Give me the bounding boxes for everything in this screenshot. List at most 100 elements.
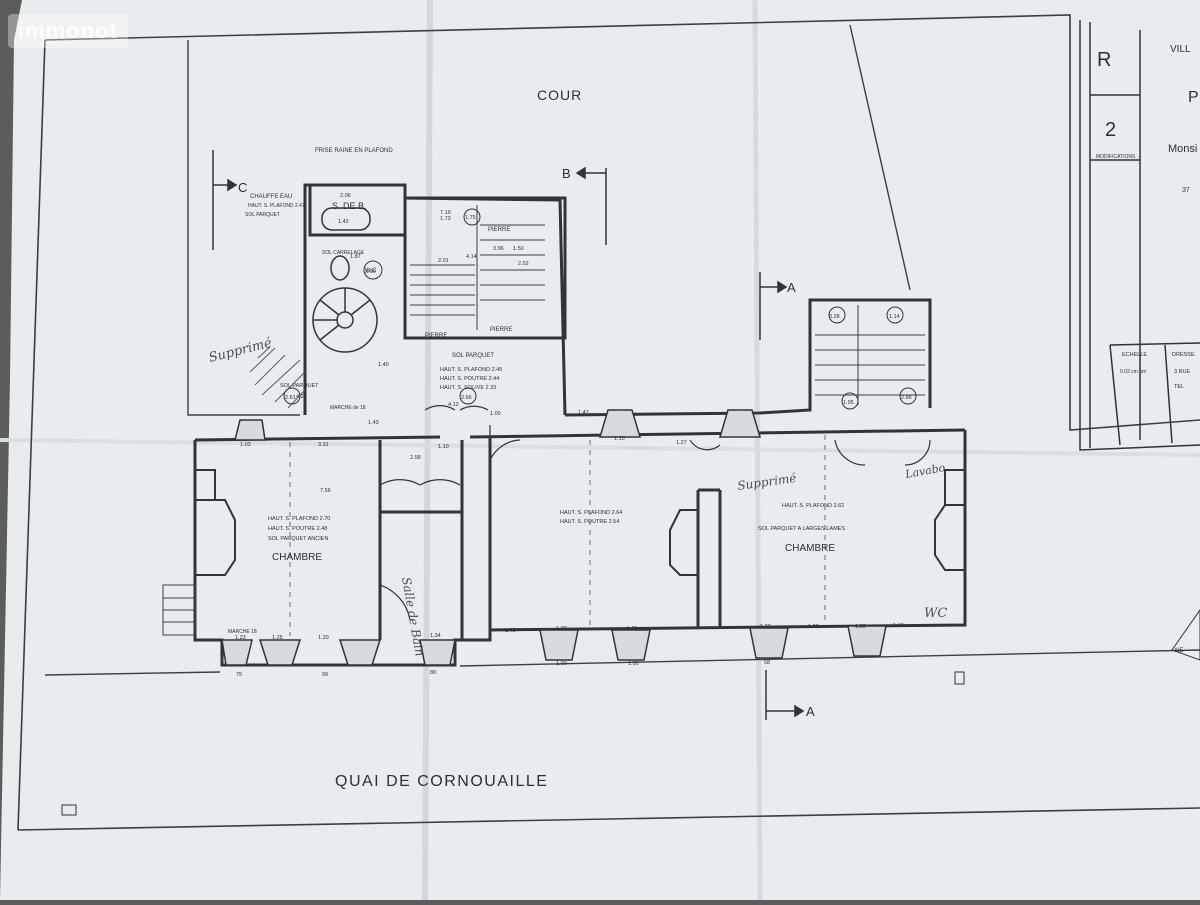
dim: 2.86	[901, 395, 912, 401]
label-hall-h3: HAUT. S. SOLIVE 2.33	[440, 385, 496, 391]
sheet-frame	[44, 14, 1200, 431]
dim: 1.87	[350, 254, 361, 260]
label-quai: QUAI DE CORNOUAILLE	[335, 773, 548, 790]
dim: 1.28	[855, 624, 866, 630]
dim: 1.00	[490, 411, 501, 417]
dim: 2.02	[518, 261, 529, 267]
section-markers	[212, 150, 805, 720]
label-mid-h1: HAUT. S. PLAFOND 2.64	[560, 510, 622, 516]
label-sol-carrelage: SOL CARRELAGE	[322, 250, 365, 256]
dim: 1.34	[430, 633, 441, 639]
compass-label: NE	[1175, 648, 1183, 654]
label-sdb: S. DE B.	[332, 201, 367, 211]
label-frise: FRISE RAINE EN PLAFOND	[315, 148, 393, 154]
section-mark-a-top: A	[787, 280, 796, 295]
label-pierre-top: PIERRE	[488, 227, 510, 233]
dim: 1.10	[614, 436, 625, 442]
fold-line	[0, 438, 1200, 457]
dim: 1.23	[235, 635, 246, 641]
label-chauffe-eau: CHAUFFE EAU	[250, 194, 292, 200]
hand-wc: WC	[924, 606, 947, 621]
label-marche-top: MARCHE de 18	[330, 405, 366, 411]
title-echelle: ECHELLE	[1122, 352, 1147, 358]
title-two: 2	[1105, 119, 1116, 141]
title-rue: 3 RUE	[1174, 369, 1191, 375]
dim: 7.56	[320, 488, 331, 494]
dim: 1.40	[378, 362, 389, 368]
label-wc-box: W.C	[365, 268, 377, 274]
dim: 3.31	[318, 442, 329, 448]
street-line	[44, 671, 221, 676]
dim: 4.28	[296, 394, 307, 400]
staircase	[162, 205, 925, 636]
bathtub-icon	[321, 207, 371, 231]
dimension-labels: 3.31 2.58 7.56 1.10 1.27 1.47 1.10 1.03 …	[235, 193, 912, 678]
dim: 3.28	[829, 314, 840, 320]
dim: 7.19	[440, 210, 451, 216]
dim: 1.00	[628, 661, 639, 667]
door-swings	[379, 405, 931, 621]
label-right-h2: SOL PARQUET A LARGES LAMES	[758, 526, 845, 532]
marker-box	[61, 804, 77, 816]
dim: 75	[236, 672, 242, 678]
label-right-h1: HAUT. S. PLAFOND 2.62	[782, 503, 844, 509]
dim: 1.75	[465, 215, 476, 221]
street-line	[459, 649, 1200, 667]
title-monsieur: Monsi	[1168, 143, 1197, 155]
label-pierre-bottom: PIERRE	[490, 327, 512, 333]
dim: 1.13	[893, 623, 904, 629]
dim: 4.14	[466, 254, 477, 260]
dim: 2.58	[410, 455, 421, 461]
dim: 1.25	[627, 626, 638, 632]
dim: 1.14	[889, 314, 900, 320]
title-r: R	[1097, 49, 1111, 71]
label-marche-left: MARCHE 18	[228, 629, 257, 635]
label-chambre-left: CHAMBRE	[272, 552, 322, 563]
spiral-stair	[312, 287, 378, 353]
property-line	[849, 24, 911, 291]
label-sol-parquet-hall: SOL PARQUET	[452, 353, 494, 359]
label-left-h1: HAUT. S. PLAFOND 2.70	[268, 516, 330, 522]
dim: 1.10	[438, 444, 449, 450]
dim: 1.47	[578, 410, 589, 416]
label-hall-h1: HAUT. S. PLAFOND 2.45	[440, 367, 502, 373]
dim: 1.00	[808, 624, 819, 630]
label-sol-parquet-sdb: SOL PARQUET	[245, 212, 280, 218]
toilet-icon	[330, 255, 350, 281]
chimney-breasts	[195, 469, 965, 576]
title-block	[1079, 20, 1200, 451]
dim: 58	[764, 660, 770, 666]
dim: 1.23	[760, 624, 771, 630]
dim: 1.95	[843, 400, 854, 406]
watermark-logo: immonot	[8, 14, 128, 48]
section-mark-a-bottom: A	[806, 704, 815, 719]
dim: 1.73	[440, 216, 451, 222]
beam-lines	[289, 435, 826, 636]
property-line	[187, 40, 300, 416]
label-left-h3: SOL PARQUET ANCIEN	[268, 536, 328, 542]
dim: 2.06	[340, 193, 351, 199]
dim: 1.30	[556, 626, 567, 632]
label-pierre-left: PIERRE	[425, 333, 447, 339]
title-echelle-val: 0.02 cm pm	[1120, 369, 1146, 375]
label-left-h2: HAUT. S. POUTRE 2.48	[268, 526, 327, 532]
dim: 1.43	[505, 628, 516, 634]
dim: 80	[430, 670, 436, 676]
label-cour: COUR	[537, 87, 582, 103]
dim: 3.00	[365, 269, 376, 275]
dim: 1.42	[338, 219, 349, 225]
dim: 2.66	[461, 395, 472, 401]
dim: 4.12	[448, 402, 459, 408]
marker-box	[954, 671, 965, 685]
label-haut-plafond-sdb: HAUT. S. PLAFOND 2.47	[248, 203, 305, 209]
dim: 2.61	[285, 395, 296, 401]
title-ville: VILL	[1170, 44, 1191, 55]
title-p: P	[1188, 89, 1199, 106]
title-dresse: DRESSE	[1172, 352, 1195, 358]
hatched-area	[249, 346, 306, 409]
label-hall-h2: HAUT. S. POUTRE 2.44	[440, 376, 499, 382]
dim: 1.50	[513, 246, 524, 252]
